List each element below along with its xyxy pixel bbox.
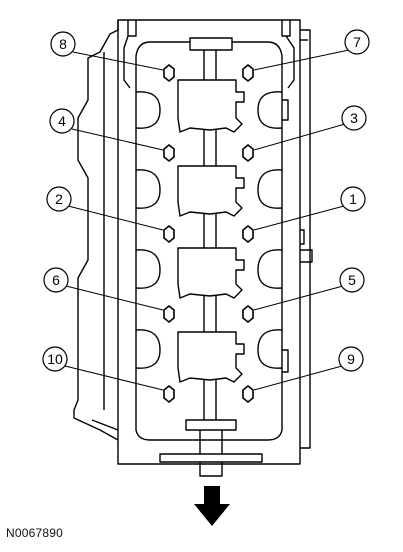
right-chamber-lobes [257,91,289,373]
bearing-caps [177,79,245,383]
callout-label: 8 [59,36,67,52]
callout-label: 7 [353,34,361,50]
callout-7: 7 [344,29,370,55]
left-chamber-lobes [135,91,161,369]
callout-label: 6 [52,272,60,288]
callout-4: 4 [49,108,75,134]
callout-label: 10 [47,351,63,367]
callouts: 8 7 4 3 2 1 6 5 [42,29,370,372]
callout-9: 9 [338,346,364,372]
bolt-5 [242,304,254,324]
bolt-4 [163,143,175,163]
callout-10: 10 [42,346,68,372]
leader-lines [64,49,350,391]
callout-5: 5 [339,267,365,293]
figure-id: N0067890 [6,526,63,540]
callout-label: 2 [55,191,63,207]
callout-label: 4 [58,113,66,129]
bolt-7 [242,63,254,83]
down-arrow-icon [194,486,230,526]
bolt-8 [163,63,175,83]
callout-1: 1 [340,186,366,212]
callout-label: 5 [348,272,356,288]
callout-2: 2 [46,186,72,212]
bolt-10 [163,384,175,404]
callout-3: 3 [341,105,367,131]
bolt-2 [163,224,175,244]
callout-6: 6 [43,267,69,293]
callout-label: 3 [350,110,358,126]
callout-label: 9 [347,351,355,367]
bolt-1 [242,224,254,244]
bolt-9 [242,384,254,404]
cylinder-head-outline [73,19,313,465]
callout-label: 1 [349,191,357,207]
head-bolts [163,63,254,404]
bolt-6 [163,304,175,324]
callout-8: 8 [50,31,76,57]
bolt-3 [242,143,254,163]
